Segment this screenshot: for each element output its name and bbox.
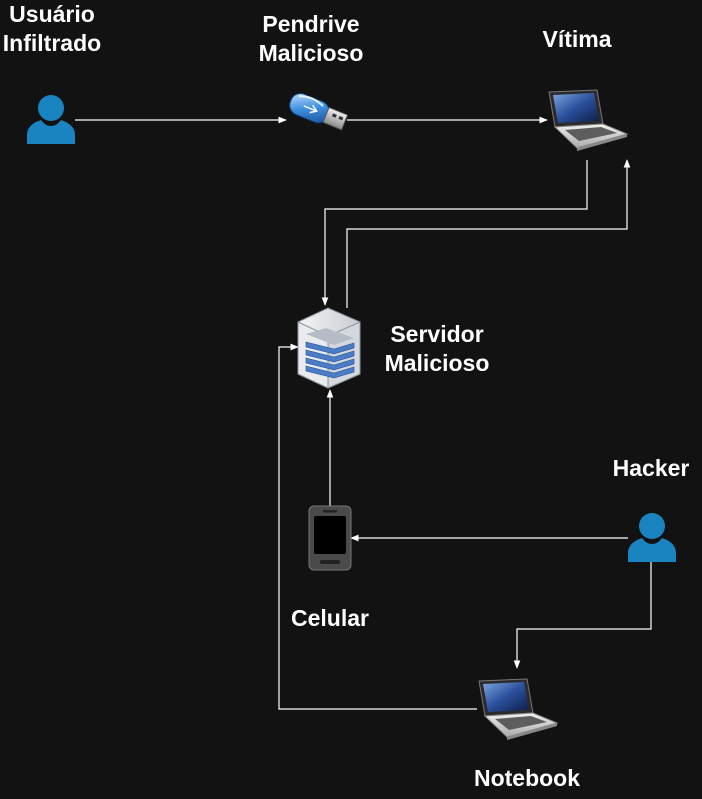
- usuario-line2: Infiltrado: [2, 30, 102, 56]
- laptop-icon: [548, 89, 629, 151]
- edge-vitima-servidor: [321, 160, 588, 306]
- vitima-line1: Vítima: [542, 26, 612, 52]
- node-label-usuario-infiltrado: Usuário Infiltrado: [0, 0, 104, 58]
- node-label-celular: Celular: [280, 604, 380, 633]
- edges: [75, 116, 652, 710]
- node-label-notebook: Notebook: [462, 764, 592, 793]
- servidor-line2: Malicioso: [384, 350, 490, 376]
- usb-drive-icon: [289, 92, 349, 131]
- hacker-line1: Hacker: [612, 455, 690, 481]
- server-icon: [297, 307, 361, 389]
- node-label-hacker: Hacker: [601, 454, 701, 483]
- pendrive-line2: Malicioso: [258, 40, 364, 66]
- node-label-servidor-malicioso: Servidor Malicioso: [372, 320, 502, 378]
- user-icon: [628, 513, 676, 562]
- user-icon: [27, 95, 75, 144]
- edge-notebook-servidor: [278, 343, 477, 710]
- usuario-line1: Usuário: [9, 1, 95, 27]
- notebook-line1: Notebook: [473, 765, 581, 791]
- edge-hacker-notebook: [513, 562, 652, 669]
- smartphone-icon: [308, 505, 352, 571]
- node-label-pendrive-malicioso: Pendrive Malicioso: [246, 10, 376, 68]
- servidor-line1: Servidor: [390, 321, 484, 347]
- pendrive-line1: Pendrive: [262, 11, 360, 37]
- node-label-vitima: Vítima: [527, 25, 627, 54]
- laptop-icon: [478, 678, 559, 740]
- celular-line1: Celular: [291, 605, 369, 631]
- edge-servidor-vitima: [346, 159, 631, 308]
